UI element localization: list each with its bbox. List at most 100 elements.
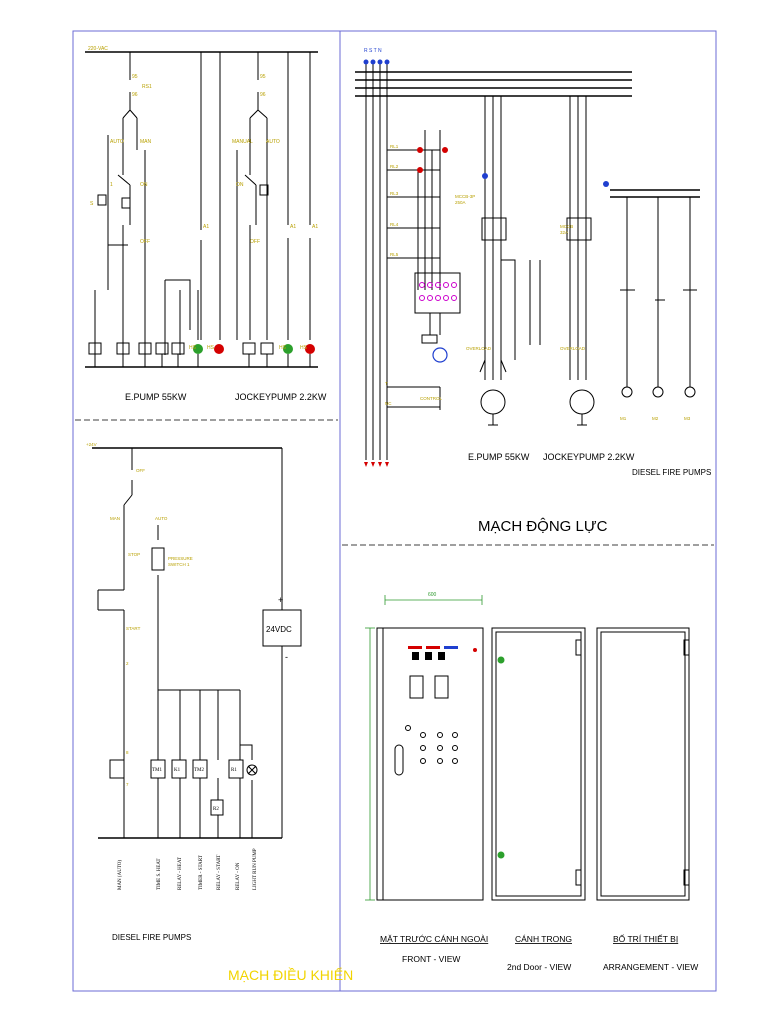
svg-text:MCCB: MCCB — [560, 224, 573, 229]
vlabel-light-run-pump: LIGHT RUN PUMP — [253, 848, 258, 890]
svg-text:8: 8 — [126, 750, 129, 755]
coil-r2: R2 — [213, 807, 219, 812]
svg-text:M2: M2 — [652, 416, 659, 421]
vlabel-relay-heat: RELAY - HEAT — [178, 857, 183, 890]
svg-text:RL3: RL3 — [390, 191, 399, 196]
phase-label: R S T N — [364, 48, 382, 54]
control-circuit-title: MẠCH ĐIỀU KHIỂN — [228, 966, 353, 983]
front-view-title: MẶT TRƯỚC CÁNH NGOÀI — [380, 934, 488, 944]
caption-epump-power: E.PUMP 55KW — [468, 452, 530, 462]
svg-text:STOP: STOP — [128, 552, 140, 557]
vlabel-relay-start: RELAY - START — [217, 855, 222, 890]
power-circuit-title: MẠCH ĐỘNG LỰC — [478, 518, 608, 535]
svg-text:+24V: +24V — [86, 442, 97, 447]
svg-text:A1: A1 — [312, 224, 318, 230]
coil-k1: K1 — [174, 768, 181, 773]
vlabel-time-heat: TIME S. HEAT — [157, 858, 162, 890]
svg-text:RL4: RL4 — [390, 222, 399, 227]
svg-text:ON: ON — [236, 182, 244, 188]
arrangement-title: BỐ TRÍ THIẾT BỊ — [613, 933, 678, 944]
svg-text:START: START — [126, 626, 141, 631]
svg-text:MAN: MAN — [140, 139, 152, 145]
svg-text:OFF: OFF — [250, 239, 260, 245]
svg-text:96: 96 — [132, 92, 138, 98]
svg-text:2: 2 — [126, 661, 129, 666]
control-lamps — [193, 344, 315, 354]
diesel-vertical-labels: MAN (AUTO) TIME S. HEAT RELAY - HEAT TIM… — [118, 848, 258, 890]
diesel-coil-labels: TM1 K1 TM2 R1 R2 — [152, 768, 237, 812]
svg-text:M1: M1 — [620, 416, 627, 421]
supply-24vdc: 24VDC — [266, 625, 292, 634]
diesel-control-circuit — [92, 447, 302, 839]
svg-text:OFF: OFF — [140, 239, 150, 245]
inner-door-title: CÁNH TRONG — [515, 934, 572, 944]
svg-text:220-VAC: 220-VAC — [88, 46, 108, 52]
svg-text:SWITCH 1: SWITCH 1 — [168, 562, 190, 567]
caption-diesel-control: DIESEL FIRE PUMPS — [112, 933, 191, 942]
coil-tm1: TM1 — [152, 768, 163, 773]
supply-minus: - — [285, 652, 288, 662]
svg-text:RL5: RL5 — [390, 252, 399, 257]
front-panel-meters — [408, 646, 477, 660]
inner-door-sub: 2nd Door - VIEW — [507, 962, 571, 972]
caption-epump-control: E.PUMP 55KW — [125, 392, 187, 402]
svg-text:AUTO: AUTO — [266, 139, 280, 145]
svg-text:HS: HS — [300, 345, 308, 351]
vlabel-timer-start: TIMER - START — [199, 855, 204, 890]
svg-text:A1: A1 — [290, 224, 296, 230]
svg-text:M3: M3 — [684, 416, 691, 421]
svg-text:AUTO: AUTO — [110, 139, 124, 145]
vlabel-man-auto: MAN (AUTO) — [118, 860, 123, 890]
svg-text:MAN: MAN — [110, 516, 120, 521]
caption-jockey-control: JOCKEYPUMP 2.2KW — [235, 392, 327, 402]
svg-text:1: 1 — [110, 182, 113, 188]
svg-text:RL1: RL1 — [390, 144, 399, 149]
svg-text:7: 7 — [126, 782, 129, 787]
front-view-sub: FRONT - VIEW — [402, 954, 460, 964]
svg-text:A1: A1 — [203, 224, 209, 230]
cabinet-arrangement-view — [596, 627, 690, 901]
power-circuit — [355, 62, 700, 460]
cabinet-view-titles: MẶT TRƯỚC CÁNH NGOÀI FRONT - VIEW CÁNH T… — [380, 933, 698, 972]
svg-text:PRESSURE: PRESSURE — [168, 556, 193, 561]
svg-text:OVERLOAD: OVERLOAD — [466, 346, 492, 351]
svg-text:OVERLOAD: OVERLOAD — [560, 346, 586, 351]
cabinet-inner-door-view — [491, 627, 586, 901]
svg-text:OFF: OFF — [136, 468, 145, 473]
coil-r1: R1 — [231, 768, 237, 773]
svg-text:MANUAL: MANUAL — [232, 139, 253, 145]
drawing-frame — [72, 30, 717, 992]
caption-diesel-power: DIESEL FIRE PUMPS — [632, 468, 711, 477]
dim-width-600: 600 — [428, 592, 437, 598]
control-circuit-pumps — [85, 51, 318, 368]
power-red-markers — [364, 147, 448, 467]
svg-text:HS: HS — [207, 345, 215, 351]
vlabel-relay-on: RELAY - ON — [236, 862, 241, 890]
svg-text:ON: ON — [140, 182, 148, 188]
svg-text:AUTO: AUTO — [155, 516, 168, 521]
svg-text:95: 95 — [260, 74, 266, 80]
power-phase-markers — [363, 59, 609, 363]
cabinet-front-view — [376, 627, 484, 901]
svg-text:CONTROL: CONTROL — [420, 396, 442, 401]
svg-text:S: S — [90, 201, 94, 207]
svg-text:RL2: RL2 — [390, 164, 399, 169]
svg-text:95: 95 — [132, 74, 138, 80]
svg-text:T: T — [385, 381, 388, 386]
svg-text:MCCB-3P: MCCB-3P — [455, 194, 475, 199]
cabinet-dimensions — [365, 595, 483, 901]
caption-jockey-power: JOCKEYPUMP 2.2KW — [543, 452, 635, 462]
supply-plus: + — [278, 595, 283, 605]
svg-text:250A: 250A — [455, 200, 466, 205]
inner-door-hinges — [497, 656, 505, 859]
svg-text:HS: HS — [279, 345, 287, 351]
section-dividers — [75, 419, 714, 546]
relay-terminal-circles — [419, 282, 457, 301]
arrangement-sub: ARRANGEMENT - VIEW — [603, 962, 698, 972]
coil-tm2: TM2 — [194, 768, 205, 773]
svg-text:96: 96 — [260, 92, 266, 98]
